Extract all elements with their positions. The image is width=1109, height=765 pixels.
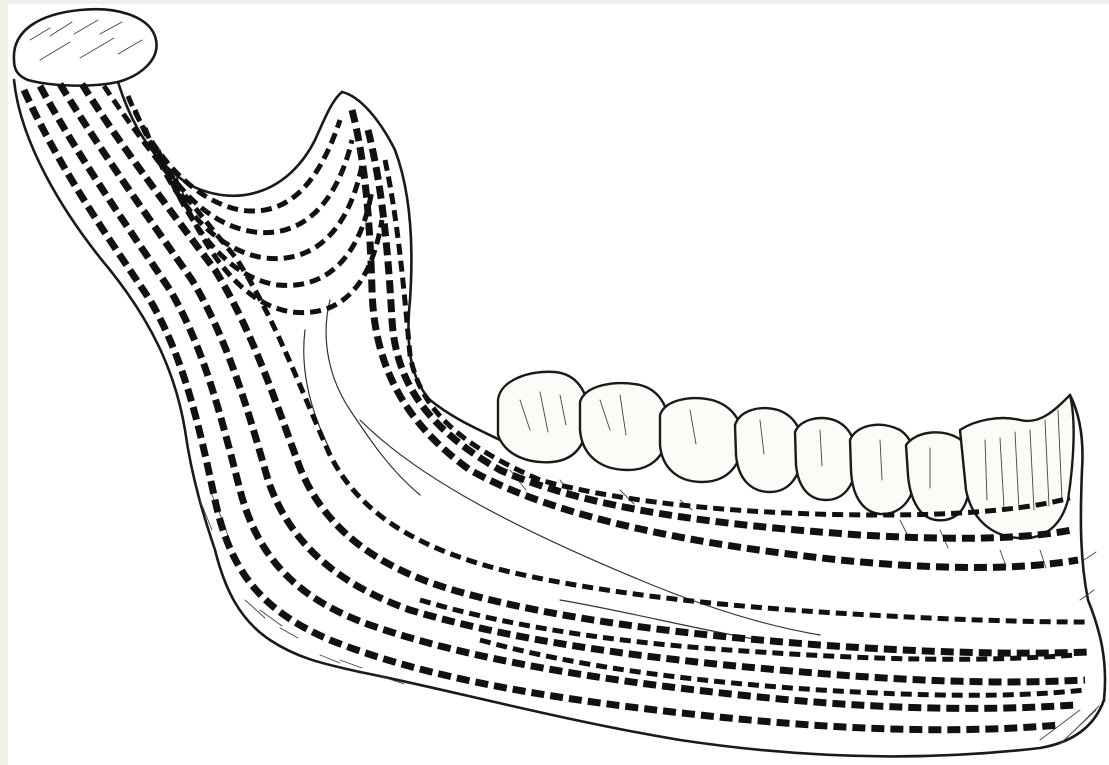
molar-1 [660, 398, 742, 482]
molar-3 [498, 372, 588, 463]
premolar-2 [735, 408, 803, 492]
condyle [14, 9, 157, 85]
premolar-1 [795, 418, 856, 500]
canine [850, 425, 916, 514]
